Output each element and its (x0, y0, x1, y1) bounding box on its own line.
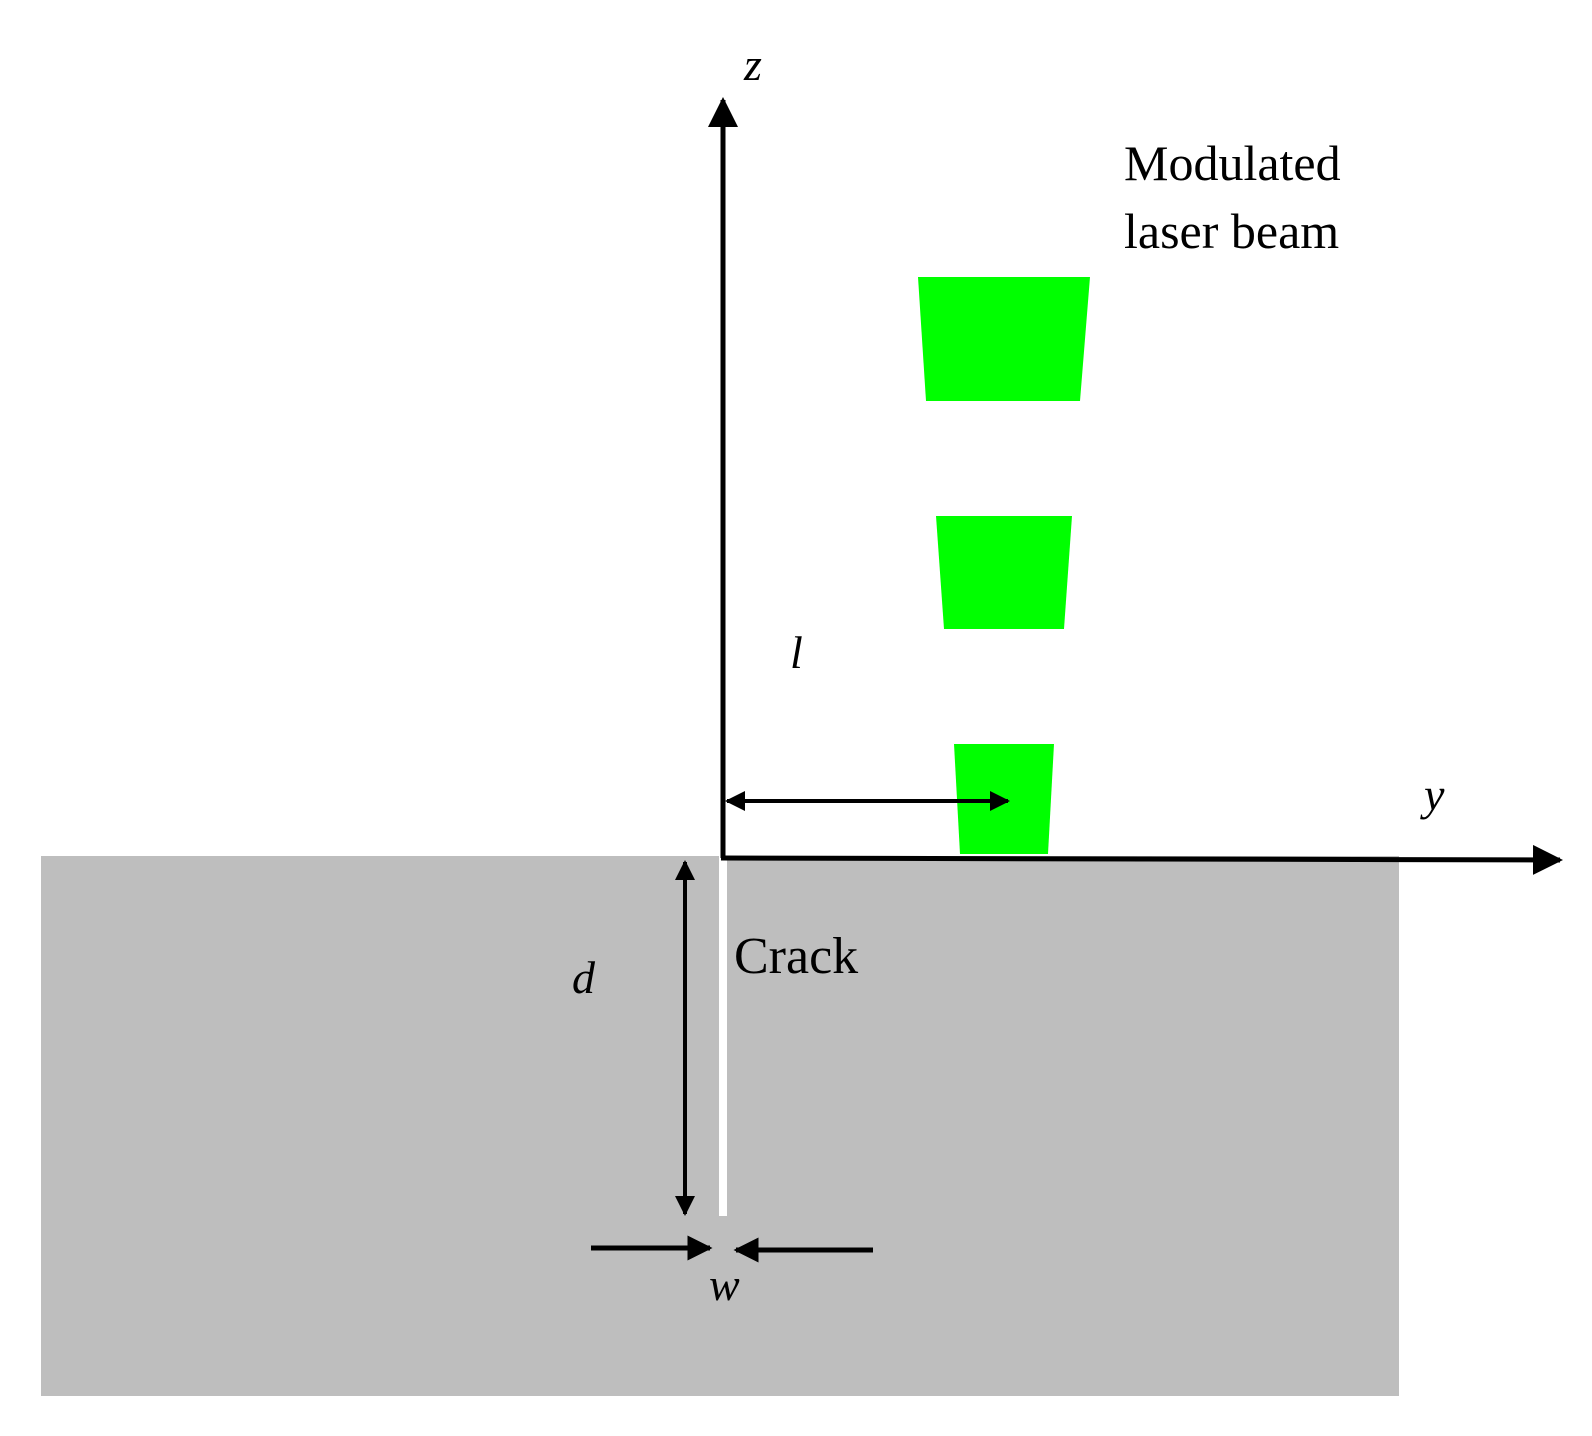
beam-label-line2: laser beam (1124, 203, 1339, 259)
z-axis-label: z (743, 39, 762, 90)
crack-label: Crack (734, 928, 858, 985)
beam-label-line1: Modulated (1124, 135, 1341, 191)
l-label: l (790, 627, 803, 678)
laser-pulse-middle (936, 516, 1072, 629)
w-label: w (709, 1259, 740, 1310)
y-axis-label: y (1420, 769, 1445, 820)
laser-pulse-top (918, 277, 1090, 401)
y-axis (720, 844, 1563, 875)
d-label: d (572, 952, 596, 1003)
crack (719, 856, 727, 1216)
